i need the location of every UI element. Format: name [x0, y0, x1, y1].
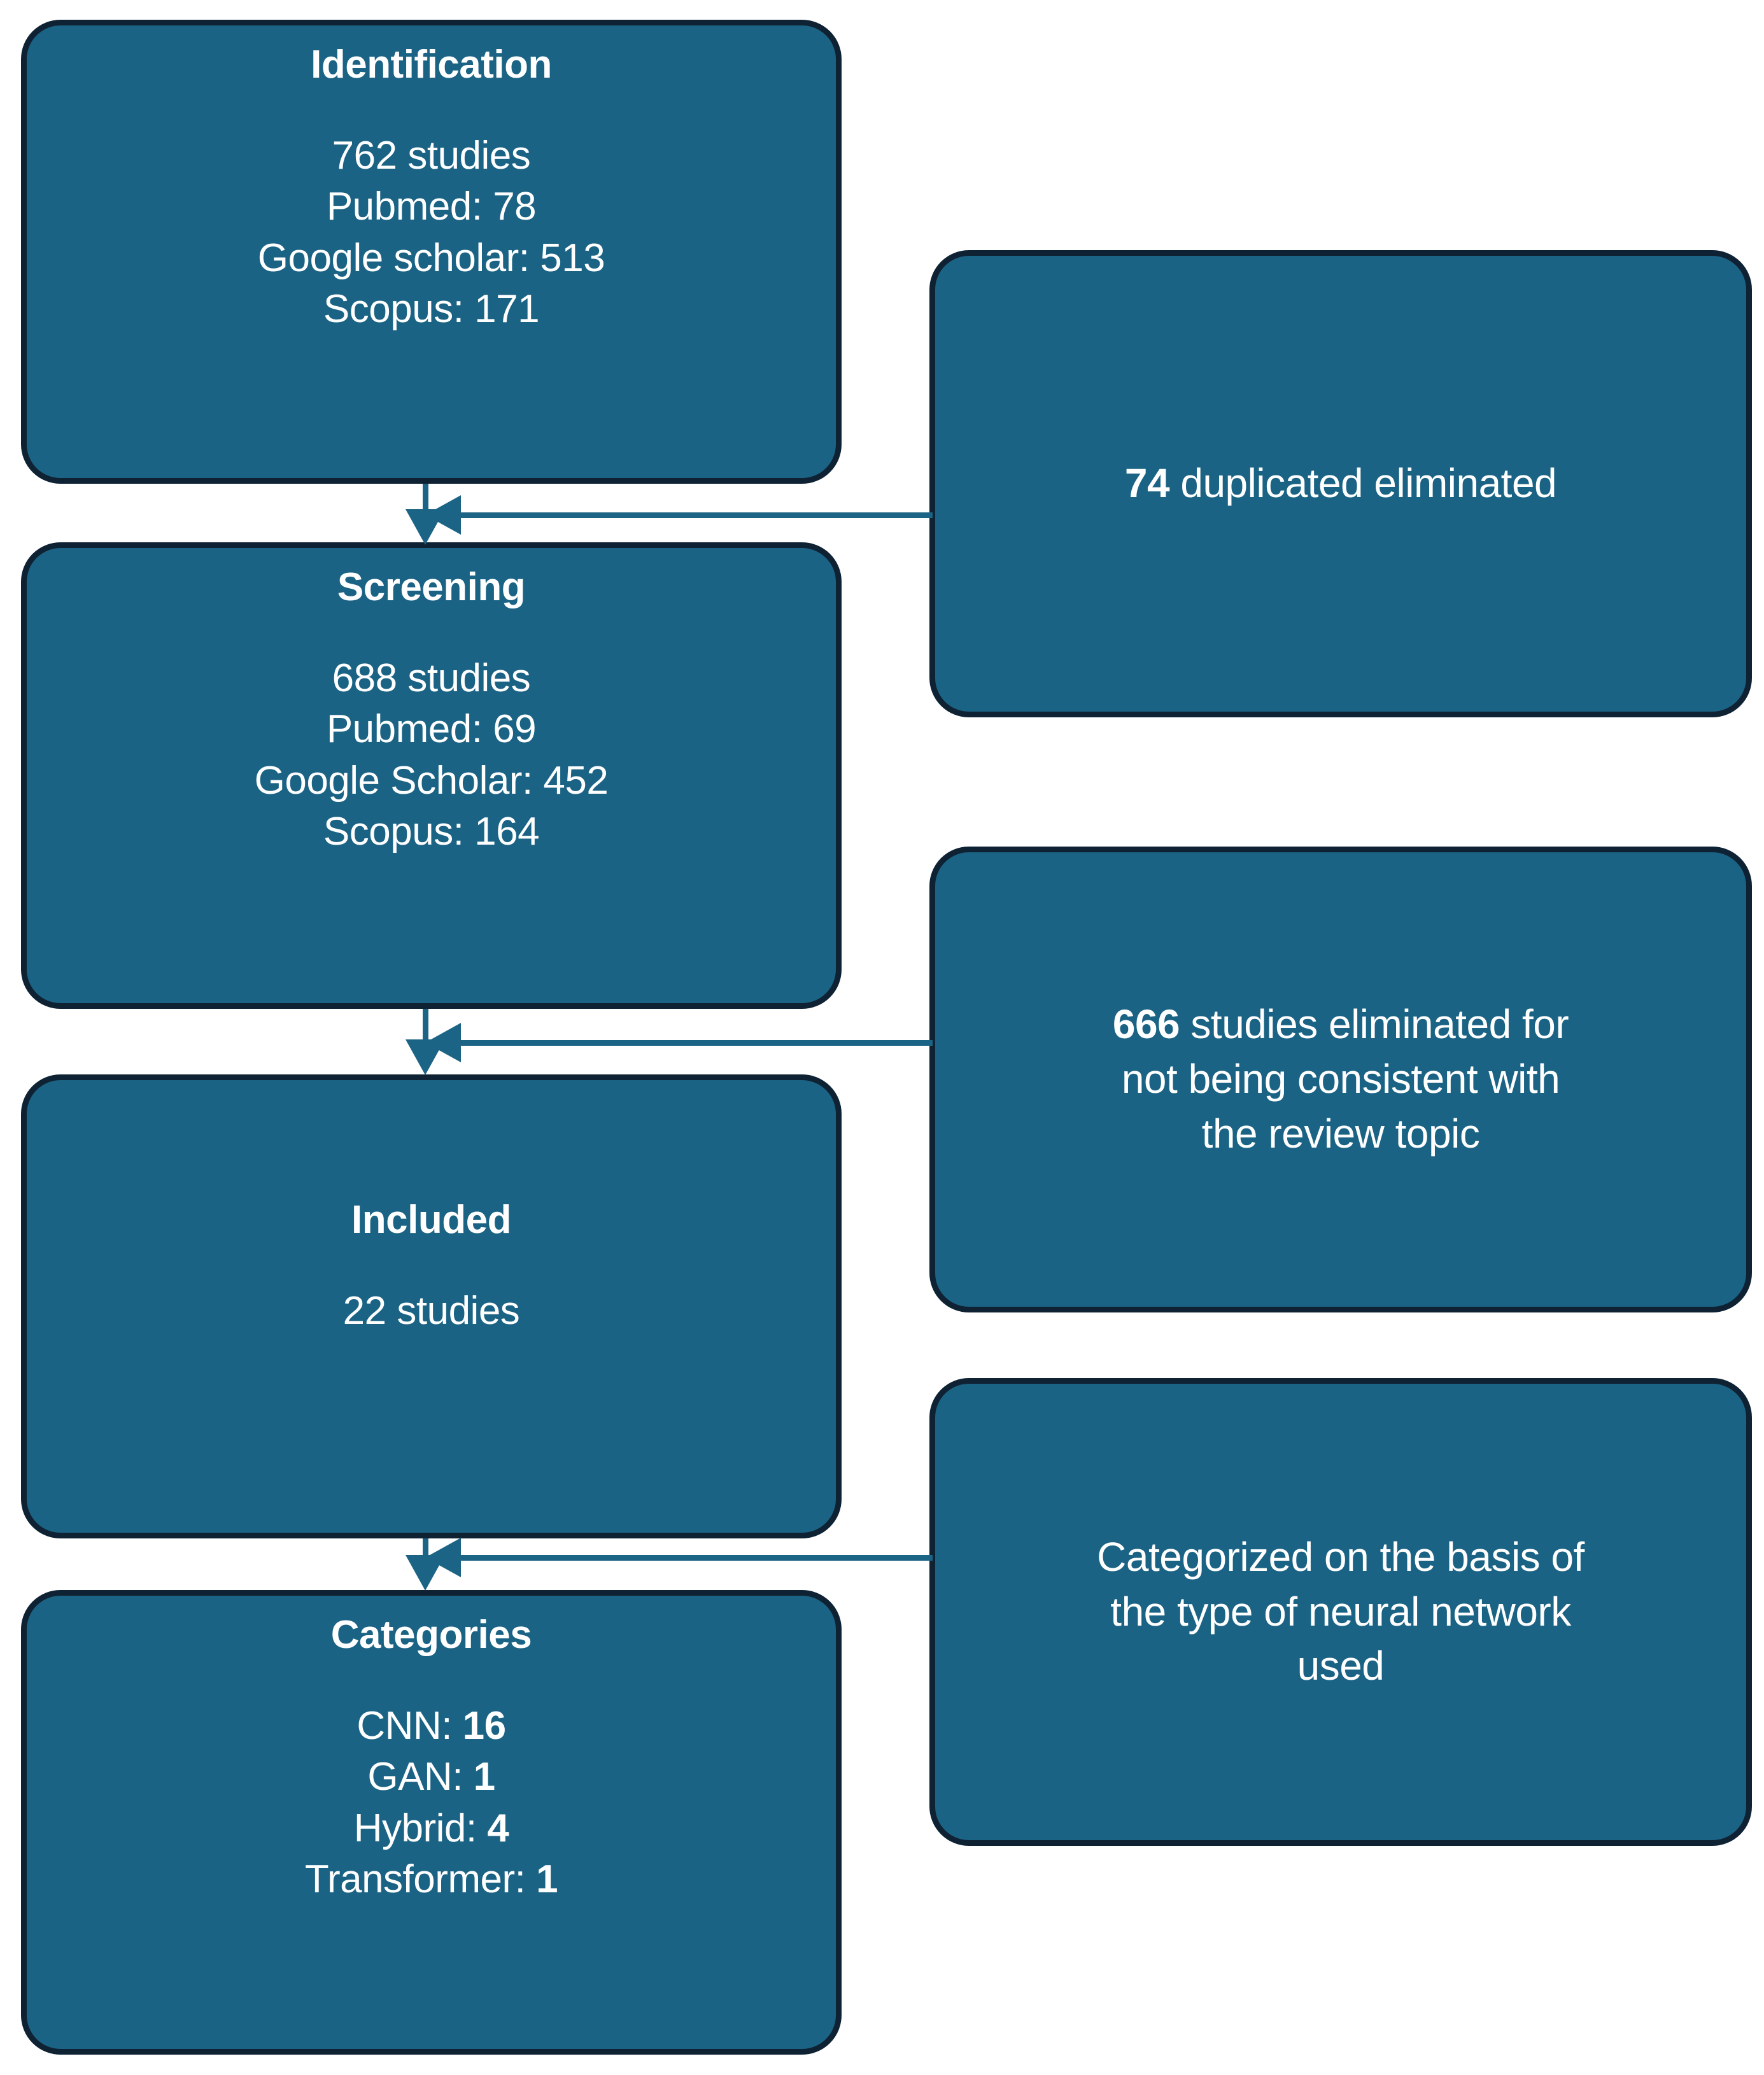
category-label-gan: GAN:	[367, 1755, 474, 1799]
stage-body-categories: CNN: 16 GAN: 1 Hybrid: 4 Transformer: 1	[305, 1701, 558, 1906]
stage-line-google-scholar: Google scholar: 513	[257, 236, 605, 280]
category-value-transformer: 1	[536, 1857, 558, 1902]
reason-line-2: the type of neural network	[1110, 1588, 1571, 1635]
reason-line-1: Categorized on the basis of	[1097, 1533, 1584, 1580]
reason-line-3: the review topic	[1201, 1110, 1480, 1157]
stage-title-identification: Identification	[311, 43, 552, 87]
reason-node-categorized[interactable]: Categorized on the basis of the type of …	[929, 1378, 1752, 1846]
stage-node-categories[interactable]: Categories CNN: 16 GAN: 1 Hybrid: 4 Tran…	[21, 1590, 842, 2055]
arrow-shaft	[458, 512, 933, 518]
stage-line-pubmed: Pubmed: 69	[326, 707, 537, 752]
stage-title-screening: Screening	[337, 565, 526, 609]
reason-body-eliminated: 666 studies eliminated for not being con…	[1113, 997, 1569, 1161]
category-row-hybrid: Hybrid: 4	[305, 1803, 558, 1855]
reason-line-1: 74 duplicated eliminated	[1124, 456, 1557, 511]
reason-text-eliminated-1: studies eliminated for	[1190, 1001, 1569, 1048]
stage-line-scopus: Scopus: 164	[323, 810, 540, 854]
category-label-transformer: Transformer:	[304, 1857, 537, 1902]
arrow-head-left	[425, 495, 461, 535]
stage-line-google-scholar: Google Scholar: 452	[254, 758, 609, 803]
category-row-gan: GAN: 1	[305, 1752, 558, 1803]
reason-count-eliminated: 666	[1112, 1001, 1180, 1048]
reason-line-3: used	[1297, 1643, 1385, 1689]
stage-line-total: 22 studies	[342, 1288, 520, 1333]
stage-line-total: 688 studies	[332, 656, 531, 700]
stage-body-screening: 688 studies Pubmed: 69 Google Scholar: 4…	[255, 653, 609, 858]
stage-node-identification[interactable]: Identification 762 studies Pubmed: 78 Go…	[21, 20, 842, 484]
stage-line-pubmed: Pubmed: 78	[326, 185, 537, 229]
stage-line-scopus: Scopus: 171	[323, 287, 540, 332]
category-label-hybrid: Hybrid:	[353, 1806, 488, 1850]
stage-node-included[interactable]: Included 22 studies	[21, 1074, 842, 1538]
stage-body-identification: 762 studies Pubmed: 78 Google scholar: 5…	[258, 130, 605, 335]
arrow-shaft	[458, 1040, 933, 1046]
category-row-transformer: Transformer: 1	[305, 1854, 558, 1906]
arrow-head-left	[425, 1023, 461, 1062]
reason-body-duplicates: 74 duplicated eliminated	[1124, 456, 1557, 511]
stage-title-included: Included	[351, 1198, 511, 1242]
category-label-cnn: CNN:	[356, 1703, 463, 1748]
stage-node-screening[interactable]: Screening 688 studies Pubmed: 69 Google …	[21, 542, 842, 1009]
stage-title-categories: Categories	[330, 1613, 532, 1657]
category-value-hybrid: 4	[487, 1806, 509, 1850]
stage-body-included: 22 studies	[343, 1286, 520, 1337]
reason-body-categorized: Categorized on the basis of the type of …	[1097, 1530, 1584, 1694]
arrow-head-left	[425, 1538, 461, 1577]
stage-line-total: 762 studies	[332, 133, 531, 178]
reason-count-duplicates: 74	[1124, 460, 1170, 507]
category-value-gan: 1	[473, 1755, 495, 1799]
reason-line-2: not being consistent with	[1121, 1056, 1560, 1102]
reason-node-eliminated[interactable]: 666 studies eliminated for not being con…	[929, 847, 1752, 1312]
reason-line-1: 666 studies eliminated for	[1113, 997, 1569, 1052]
reason-node-duplicates[interactable]: 74 duplicated eliminated	[929, 250, 1752, 717]
arrow-shaft	[458, 1555, 933, 1561]
category-value-cnn: 16	[462, 1703, 506, 1748]
category-row-cnn: CNN: 16	[305, 1701, 558, 1752]
reason-text-duplicates: duplicated eliminated	[1169, 460, 1557, 507]
